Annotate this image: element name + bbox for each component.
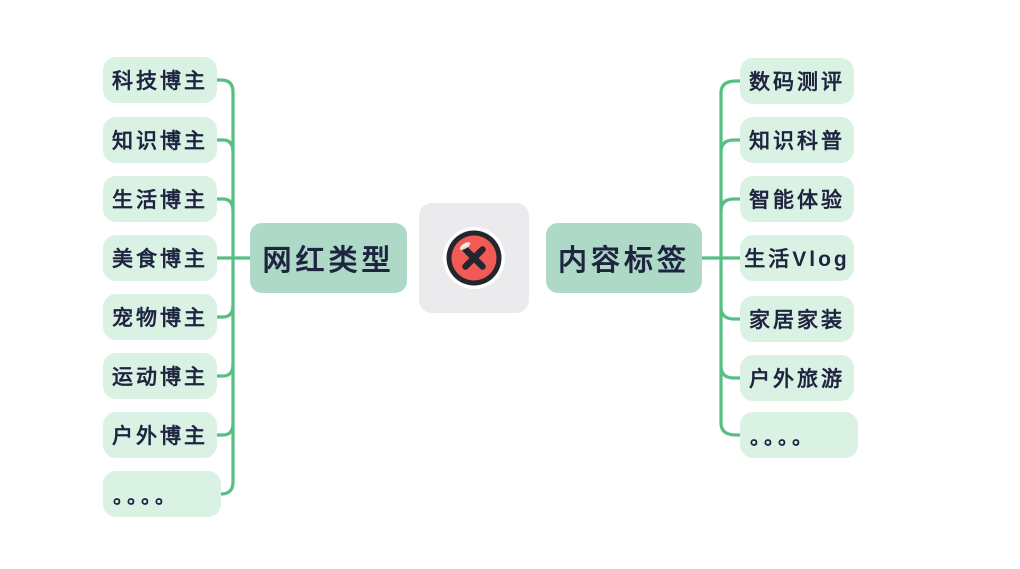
connector-path xyxy=(215,78,235,94)
right-child-node[interactable]: 户外旅游 xyxy=(740,355,854,401)
cross-mark-icon xyxy=(441,225,507,291)
connector-path xyxy=(215,197,235,213)
left-child-node[interactable]: 。。。。 xyxy=(103,471,221,517)
left-child-node[interactable]: 美食博主 xyxy=(103,235,217,281)
connector-path xyxy=(215,303,235,319)
left-child-node[interactable]: 宠物博主 xyxy=(103,294,217,340)
connector-path xyxy=(215,480,235,496)
center-root-node[interactable] xyxy=(419,203,529,313)
left-child-node[interactable]: 知识博主 xyxy=(103,117,217,163)
left-child-node[interactable]: 户外博主 xyxy=(103,412,217,458)
right-child-node[interactable]: 生活Vlog xyxy=(740,235,854,281)
connector-path xyxy=(215,362,235,378)
connector-path xyxy=(719,79,742,95)
right-child-node[interactable]: 数码测评 xyxy=(740,58,854,104)
right-child-node[interactable]: 家居家装 xyxy=(740,296,854,342)
connector-path xyxy=(719,364,742,380)
left-child-node[interactable]: 运动博主 xyxy=(103,353,217,399)
node-influencer-type[interactable]: 网红类型 xyxy=(250,223,407,293)
node-content-tags[interactable]: 内容标签 xyxy=(546,223,702,293)
right-child-node[interactable]: 。。。。 xyxy=(740,412,858,458)
connector-path xyxy=(215,421,235,437)
left-child-node[interactable]: 科技博主 xyxy=(103,57,217,103)
right-child-node[interactable]: 知识科普 xyxy=(740,117,854,163)
connector-path xyxy=(215,138,235,154)
connector-path xyxy=(719,197,742,213)
right-child-node[interactable]: 智能体验 xyxy=(740,176,854,222)
connector-path xyxy=(719,305,742,321)
connector-path xyxy=(719,421,742,437)
connector-path xyxy=(719,138,742,154)
left-child-node[interactable]: 生活博主 xyxy=(103,176,217,222)
